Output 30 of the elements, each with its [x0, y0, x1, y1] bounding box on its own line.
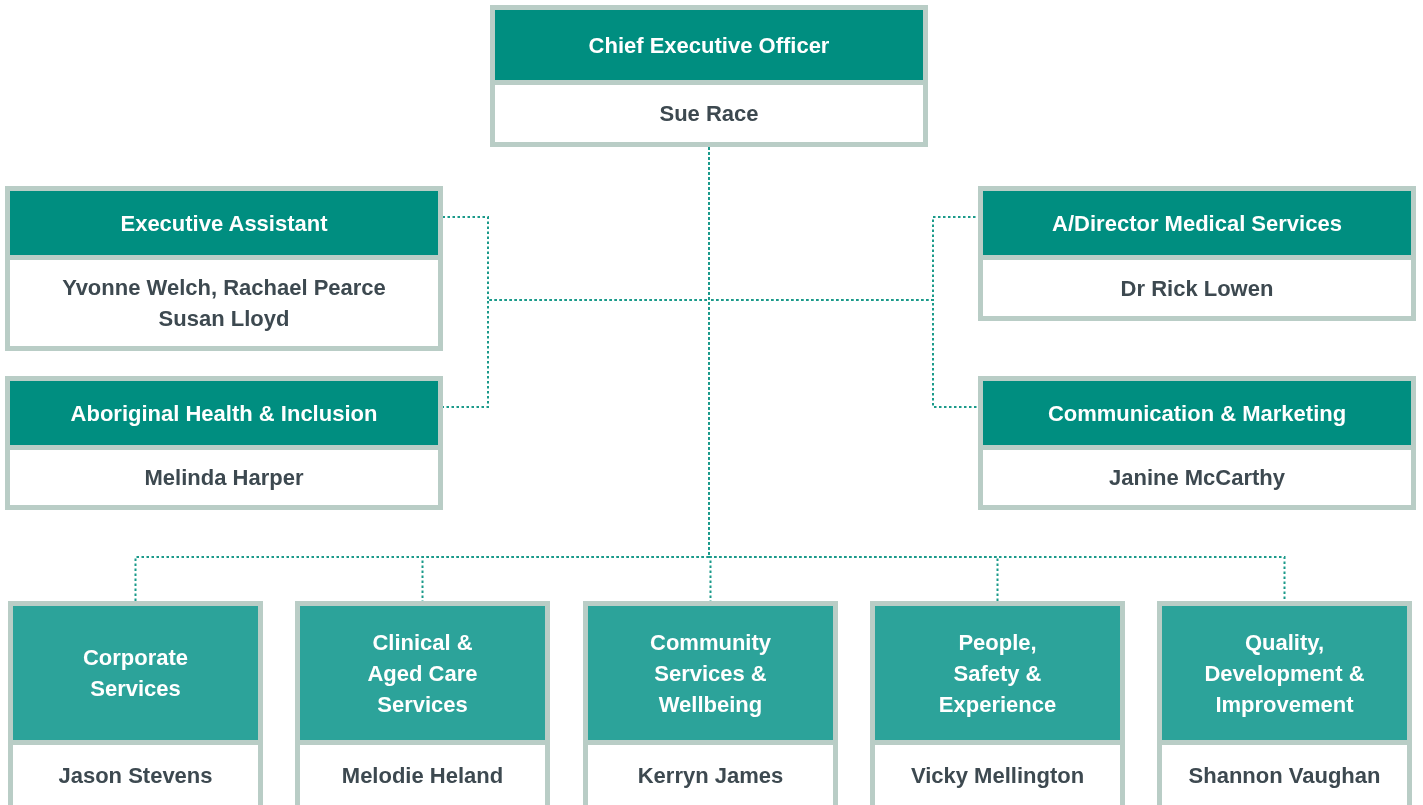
person-name: Vicky Mellington [910, 762, 1085, 790]
person-name: Sue Race [659, 100, 759, 128]
role-title: Clinical & Aged Care Services [366, 628, 479, 719]
person-name: Kerryn James [637, 762, 784, 790]
org-chart-box [583, 601, 838, 805]
person-name: Janine McCarthy [1108, 464, 1286, 492]
role-title: Corporate Services [81, 644, 190, 703]
role-title: Community Services & Wellbeing [649, 628, 772, 719]
org-chart-box [978, 376, 1416, 510]
org-chart-box [5, 186, 443, 351]
person-name: Shannon Vaughan [1188, 762, 1381, 790]
org-chart-box [295, 601, 550, 805]
person-name: Jason Stevens [58, 762, 213, 790]
person-name: Dr Rick Lowen [1120, 274, 1274, 303]
org-chart-box [1157, 601, 1412, 805]
org-chart-box [490, 5, 928, 147]
role-title: Chief Executive Officer [588, 31, 830, 60]
role-title: Aboriginal Health & Inclusion [70, 399, 378, 428]
role-title: Communication & Marketing [1047, 399, 1347, 428]
role-title: Executive Assistant [120, 209, 328, 238]
person-name: Melinda Harper [144, 464, 304, 492]
person-name: Melodie Heland [341, 762, 504, 790]
org-chart-box [870, 601, 1125, 805]
person-name: Yvonne Welch, Rachael Pearce Susan Lloyd [61, 274, 387, 333]
org-chart-box [8, 601, 263, 805]
org-chart-box [978, 186, 1416, 321]
role-title: A/Director Medical Services [1052, 209, 1342, 238]
role-title: People, Safety & Experience [937, 628, 1058, 719]
org-chart-box [5, 376, 443, 510]
role-title: Quality, Development & Improvement [1203, 628, 1366, 719]
